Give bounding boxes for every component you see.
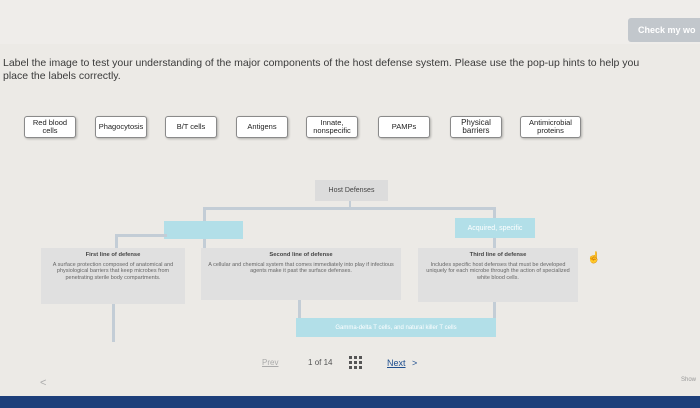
top-bar (0, 0, 700, 44)
label-chip-antigens[interactable]: Antigens (236, 116, 288, 138)
page-total: of 14 (314, 358, 333, 367)
label-chip-bt-cells[interactable]: B/T cells (165, 116, 217, 138)
host-defenses-box: Host Defenses (315, 180, 388, 201)
bottom-taskbar (0, 396, 700, 408)
connector-line (112, 304, 115, 342)
instructions-text: Label the image to test your understandi… (3, 57, 640, 82)
label-chip-pamps[interactable]: PAMPs (378, 116, 430, 138)
page-number: 1 (308, 358, 313, 367)
third-line-description: Includes specific host defenses that mus… (426, 261, 570, 281)
connector-line (493, 207, 496, 219)
chevron-left-icon[interactable]: < (40, 377, 47, 389)
connector-line (493, 238, 496, 249)
check-my-work-button[interactable]: Check my wo (628, 18, 700, 42)
next-label: Next (387, 358, 406, 368)
page-indicator: 1 of 14 (308, 358, 332, 367)
label-chip-antimicrobial-proteins[interactable]: Antimicrobial proteins (520, 116, 581, 138)
label-chip-red-blood-cells[interactable]: Red blood cells (24, 116, 76, 138)
chevron-right-icon: > (412, 358, 418, 368)
connector-line (298, 300, 301, 318)
label-chip-phagocytosis[interactable]: Phagocytosis (95, 116, 147, 138)
grid-icon[interactable] (349, 356, 362, 371)
connector-line (203, 207, 496, 210)
first-line-description: A surface protection composed of anatomi… (52, 261, 174, 281)
connector-line (115, 234, 118, 248)
prev-label: Prev (262, 358, 279, 367)
third-line-box: Third line of defense Includes specific … (418, 248, 578, 302)
connector-line (203, 207, 206, 223)
connector-line (349, 201, 351, 209)
third-line-title: Third line of defense (469, 252, 527, 258)
connector-line (493, 302, 496, 318)
drop-zone-third-line[interactable]: Acquired, specific (455, 218, 535, 238)
next-button[interactable]: Next > (387, 358, 417, 368)
second-line-title: Second line of defense (269, 252, 333, 258)
prev-button[interactable]: Prev (262, 358, 278, 367)
label-chip-physical-barriers[interactable]: Physical barriers (450, 116, 502, 138)
first-line-title: First line of defense (85, 252, 141, 258)
connector-line (115, 234, 167, 237)
show-toggle[interactable]: Show (681, 377, 697, 383)
second-line-description: A cellular and chemical system that come… (208, 261, 394, 275)
connector-line (203, 239, 206, 249)
label-chip-innate-nonspecific[interactable]: Innate, nonspecific (306, 116, 358, 138)
first-line-box: First line of defense A surface protecti… (41, 248, 185, 304)
drop-zone-bottom[interactable]: Gamma-delta T cells, and natural killer … (296, 318, 496, 337)
drop-zone-second-line[interactable] (164, 221, 243, 239)
second-line-box: Second line of defense A cellular and ch… (201, 248, 401, 300)
pointer-cursor-icon: ☝ (587, 252, 601, 264)
